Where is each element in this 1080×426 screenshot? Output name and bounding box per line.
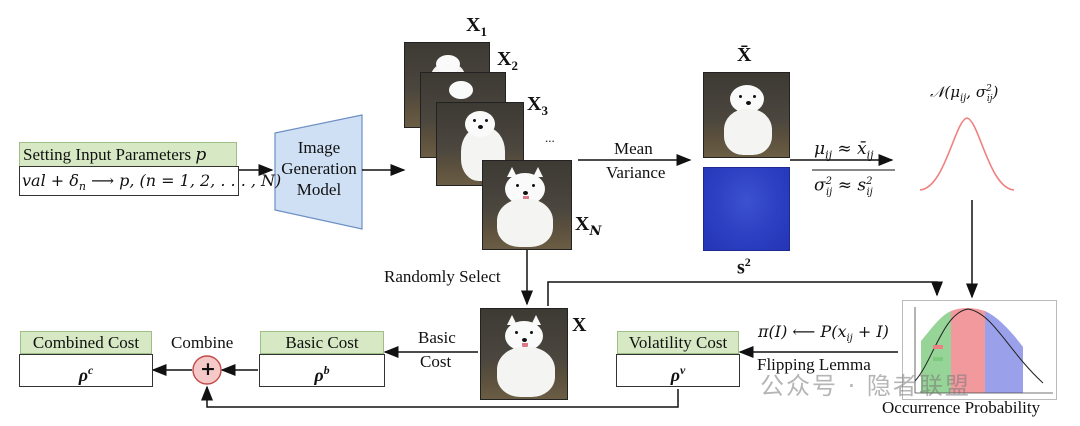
normal-label: 𝒩(μij, σ2ij) bbox=[930, 83, 999, 104]
variance-map bbox=[703, 167, 790, 251]
params-formula: val + δn ⟶ p, (n = 1, 2, . . . , N) bbox=[19, 166, 281, 196]
equation-mu: μij ≈ x̄ij bbox=[814, 139, 874, 162]
region-red bbox=[951, 308, 985, 393]
legend-swatch-red bbox=[933, 345, 943, 349]
label-selected-x: X bbox=[572, 314, 587, 336]
combine-circle bbox=[192, 355, 222, 385]
gaussian-curve bbox=[914, 308, 1044, 384]
label-xbar: X̄ bbox=[737, 44, 752, 66]
combined-cost-symbol: ρc bbox=[19, 354, 153, 387]
combined-cost-header: Combined Cost bbox=[20, 331, 152, 354]
basic-cost-header: Basic Cost bbox=[260, 331, 384, 354]
params-formula-sub: n bbox=[78, 180, 86, 194]
normal-curve bbox=[919, 117, 1015, 191]
generated-image-n bbox=[482, 160, 572, 250]
params-header-var: p bbox=[195, 145, 207, 165]
arrow-volatility-to-combine bbox=[201, 385, 679, 408]
label-ellipsis: ... bbox=[545, 130, 555, 145]
label-combine: Combine bbox=[171, 333, 234, 352]
label-basic-cost-arrow-1: Basic bbox=[418, 328, 456, 347]
params-formula-lhs: val + δ bbox=[22, 171, 79, 190]
region-blue bbox=[985, 311, 1023, 393]
occurrence-probability-chart bbox=[902, 300, 1057, 400]
label-basic-cost-arrow-2: Cost bbox=[420, 352, 452, 371]
model-label: Image Generation Model bbox=[277, 137, 361, 200]
model-label-line3: Model bbox=[296, 180, 342, 199]
setting-input-parameters-header: Setting Input Parameters p bbox=[19, 142, 237, 167]
selected-image bbox=[480, 308, 568, 400]
volatility-cost-header: Volatility Cost bbox=[617, 331, 739, 354]
volatility-cost-symbol: ρv bbox=[616, 354, 740, 387]
label-x2: X2 bbox=[497, 48, 518, 73]
model-label-line1: Image bbox=[297, 138, 341, 157]
label-occurrence-probability: Occurrence Probability bbox=[882, 398, 1041, 417]
flipping-lemma-label: Flipping Lemma bbox=[757, 355, 871, 374]
watermark-text: 公众号 · 隐者联盟 bbox=[760, 372, 971, 400]
label-x3: X3 bbox=[527, 93, 548, 118]
model-trapezoid bbox=[274, 114, 363, 230]
label-randomly-select: Randomly Select bbox=[384, 267, 501, 286]
basic-cost-symbol: ρb bbox=[259, 354, 385, 387]
label-mean: Mean bbox=[614, 139, 653, 158]
combine-plus-icon: + bbox=[200, 358, 216, 380]
label-s2: s2 bbox=[737, 255, 751, 279]
label-xn: XN bbox=[575, 213, 602, 239]
equation-sigma: σ2ij ≈ s2ij bbox=[814, 175, 873, 199]
label-variance: Variance bbox=[606, 163, 666, 182]
model-label-line2: Generation bbox=[281, 159, 357, 178]
arrow-select-to-chart bbox=[547, 281, 943, 306]
occurrence-chart-svg bbox=[914, 307, 1053, 394]
params-formula-rhs: ⟶ p, (n = 1, 2, . . . , N) bbox=[86, 171, 282, 190]
flipping-lemma-formula: π(I) ⟵ P(xij + I) bbox=[758, 322, 889, 345]
params-header-text: Setting Input Parameters bbox=[23, 145, 192, 164]
legend-swatch-green bbox=[933, 357, 943, 361]
label-x1: X1 bbox=[466, 14, 487, 39]
mean-image bbox=[703, 72, 790, 158]
